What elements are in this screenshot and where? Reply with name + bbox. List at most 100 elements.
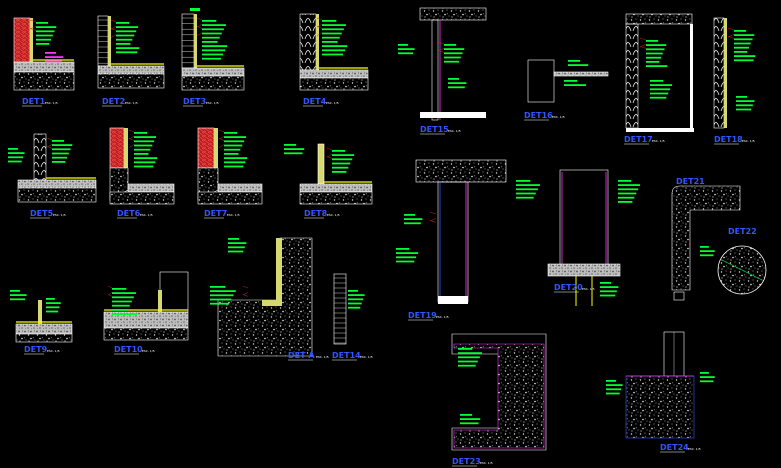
detail-label: DET8 [304, 209, 328, 218]
detail-label: DET18 [714, 135, 743, 144]
subgrade [299, 77, 369, 91]
annotation-note [736, 108, 752, 111]
annotation-note [332, 158, 353, 161]
leader-line [639, 37, 647, 41]
annotation-note [224, 161, 246, 164]
annotation-note [8, 156, 24, 159]
leader-line [316, 32, 323, 36]
annotation-note [646, 40, 659, 42]
brick-wall [197, 127, 215, 169]
column [437, 181, 469, 303]
detail-scale: ESC. 1/5 [53, 213, 66, 217]
annotation-note [202, 57, 221, 60]
annotation-note [564, 84, 587, 86]
annotation-note [700, 254, 714, 257]
insulated-wall [713, 17, 725, 129]
subgrade [109, 191, 175, 205]
annotation-note [734, 30, 747, 32]
detail-label: DET24 [660, 443, 689, 452]
column [431, 19, 439, 121]
leader-line [429, 211, 437, 215]
leader-line [196, 32, 203, 36]
annotation-note [396, 252, 419, 254]
subgrade [15, 333, 73, 343]
leader-line [316, 26, 323, 29]
annotation-note [210, 290, 236, 292]
annotation-note [448, 86, 465, 89]
annotation-note [8, 148, 18, 150]
annotation-note [36, 38, 51, 41]
annotation-note [45, 52, 56, 54]
annotation-note [398, 52, 414, 55]
annotation-note [36, 30, 55, 33]
annotation-note [224, 157, 248, 159]
annotation-note [112, 292, 136, 294]
annotation-note [646, 65, 668, 67]
annotation-note [734, 55, 756, 57]
annotation-note [332, 154, 355, 156]
column-section [333, 273, 347, 345]
detail-scale: ESC. 1/5 [436, 315, 449, 319]
annotation-note [606, 388, 622, 391]
annotation-note [564, 80, 578, 82]
annotation-note [52, 156, 67, 159]
annotation-note [202, 24, 226, 26]
insulation [38, 300, 42, 324]
annotation-note [600, 290, 617, 293]
annotation-note [460, 422, 479, 425]
annotation-note [134, 165, 154, 168]
annotation-note [134, 148, 151, 151]
annotation-note [202, 28, 224, 31]
annotation-note [458, 360, 478, 363]
detail-label: DET A [288, 351, 315, 360]
leader-line [218, 129, 225, 133]
insulation [262, 238, 282, 306]
annotation-note [112, 300, 132, 303]
leader-line [316, 17, 323, 21]
annotation-note [618, 184, 641, 186]
brick-wall [13, 17, 31, 64]
detail-label: DET15 [420, 125, 449, 134]
annotation-note [116, 43, 131, 45]
annotation-note [228, 238, 239, 240]
detail-scale: ESC. 1/5 [360, 355, 373, 359]
annotation-note [284, 144, 297, 146]
annotation-note [734, 59, 754, 62]
annotation-note [460, 418, 481, 420]
wall-face [690, 24, 693, 128]
leader-line [218, 144, 225, 148]
leader-line [128, 144, 135, 148]
annotation-note [134, 140, 155, 143]
subgrade [17, 187, 97, 203]
annotation-note [45, 56, 64, 58]
floor-slab [217, 183, 263, 193]
leader-line [437, 41, 445, 45]
annotation-note [650, 88, 671, 91]
detail-scale: ESC. 1/5 [45, 101, 58, 105]
detail-scale: ESC. 1/5 [142, 349, 155, 353]
subgrade [197, 191, 263, 205]
annotation-note [116, 26, 139, 28]
detail-scale: ESC. 1/5 [448, 129, 461, 133]
detail-label: DET1 [22, 97, 46, 106]
annotation-note [36, 26, 57, 28]
annotation-note [46, 302, 61, 304]
annotation-note [700, 380, 714, 383]
annotation-note [600, 282, 611, 284]
annotation-note [322, 24, 346, 26]
corner-section [671, 185, 741, 291]
detail-label: DET19 [408, 311, 437, 320]
leader-line [46, 146, 53, 149]
annotation-note [210, 286, 226, 288]
annotation-note [458, 352, 482, 354]
detail-label: DET5 [30, 209, 54, 218]
leader-line [727, 36, 735, 39]
annotation-note [224, 132, 238, 134]
insulated-wall [33, 133, 47, 181]
